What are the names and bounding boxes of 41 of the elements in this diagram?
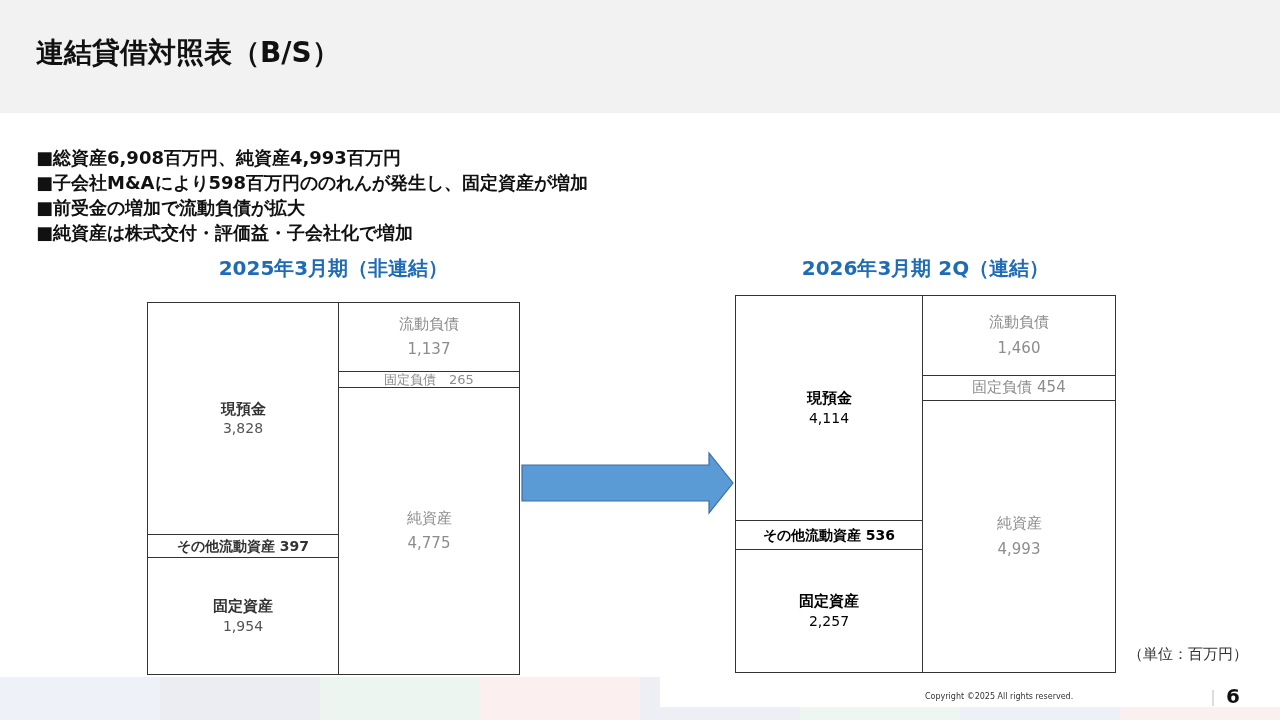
amount-value: 1,954 bbox=[222, 616, 264, 635]
account-name: その他流動資産 397 bbox=[176, 536, 310, 556]
amount-value: 4,114 bbox=[808, 408, 850, 427]
account-name: 純資産 bbox=[996, 514, 1042, 534]
account-name: 流動負債 bbox=[989, 313, 1049, 333]
account-box bbox=[735, 549, 923, 673]
account-name: 現預金 bbox=[806, 389, 852, 409]
unit-note: （単位：百万円） bbox=[1128, 645, 1248, 664]
bullet-text: ■前受金の増加で流動負債が拡大 bbox=[36, 196, 305, 220]
amount-value: 2,257 bbox=[808, 611, 850, 630]
amount-value: 1,137 bbox=[407, 340, 451, 360]
amount-value: 4,775 bbox=[407, 534, 451, 554]
bullet-text: ■総資産6,908百万円、純資産4,993百万円 bbox=[36, 146, 401, 170]
account-name: 流動負債 bbox=[399, 314, 459, 334]
account-box bbox=[338, 387, 520, 675]
account-name: 純資産 bbox=[406, 508, 452, 528]
account-box bbox=[735, 295, 923, 521]
amount-value: 4,993 bbox=[997, 539, 1041, 559]
amount-value: 3,828 bbox=[222, 419, 264, 438]
account-name: 現預金 bbox=[220, 399, 266, 420]
balance-sheet-panel bbox=[735, 255, 1116, 673]
block-arrow bbox=[521, 451, 734, 515]
account-box bbox=[147, 557, 339, 675]
account-box bbox=[147, 302, 339, 535]
bullet-text: ■純資産は株式交付・評価益・子会社化で増加 bbox=[36, 221, 413, 245]
account-name: 固定資産 bbox=[799, 592, 859, 612]
account-name: 固定負債 454 bbox=[972, 378, 1066, 398]
balance-sheet-panel bbox=[147, 255, 520, 675]
account-name: 固定資産 bbox=[213, 597, 273, 617]
bullet-text: ■子会社M&Aにより598百万円ののれんが発生し、固定資産が増加 bbox=[36, 171, 589, 195]
account-name: その他流動資産 536 bbox=[762, 525, 896, 545]
page-title: 連結貸借対照表（B/S） bbox=[36, 35, 340, 71]
account-box bbox=[922, 295, 1116, 376]
account-box bbox=[922, 400, 1116, 673]
panel-heading: 2026年3月期 2Q（連結） bbox=[800, 255, 1051, 281]
page-number: 6 bbox=[1226, 684, 1240, 708]
panel-heading: 2025年3月期（非連結） bbox=[217, 255, 450, 281]
account-name: 固定負債 265 bbox=[384, 372, 474, 387]
amount-value: 1,460 bbox=[997, 338, 1041, 358]
account-box bbox=[338, 302, 520, 372]
copyright-text: Copyright ©2025 All rights reserved. bbox=[925, 692, 1074, 701]
